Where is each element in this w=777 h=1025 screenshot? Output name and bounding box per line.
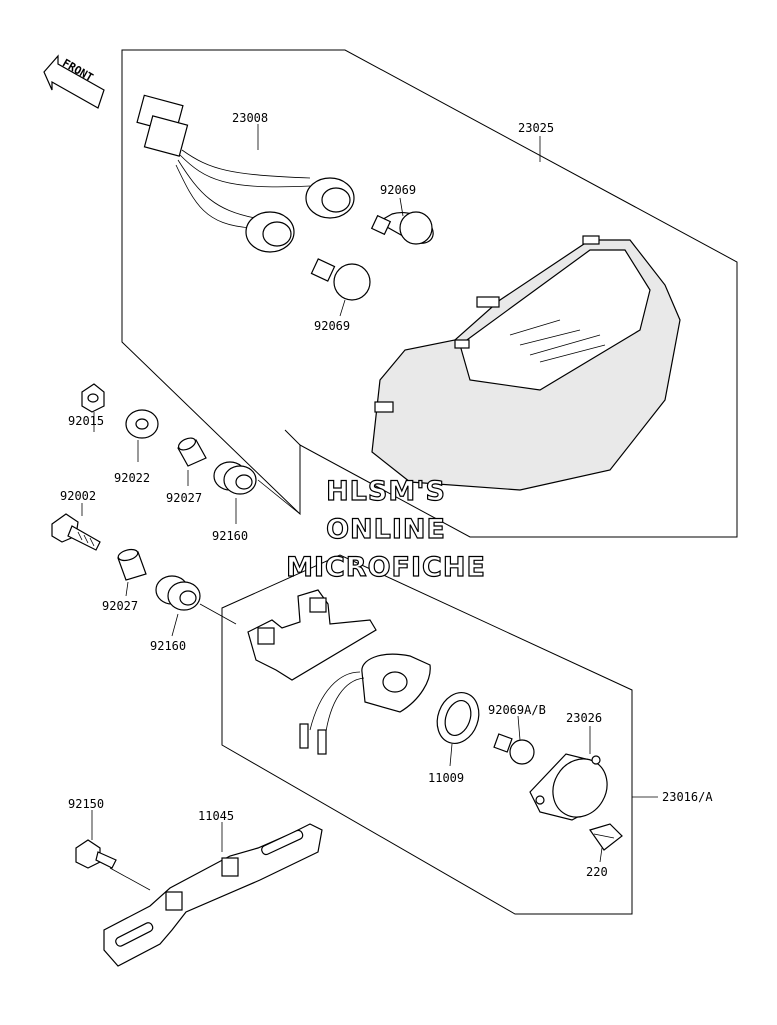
part-label-11009: 11009	[428, 771, 464, 785]
part-label-23008: 23008	[232, 111, 268, 125]
watermark-line-2: ONLINE	[326, 514, 446, 545]
part-label-92069ab: 92069A/B	[488, 703, 546, 717]
watermark-line-1: HLSM'S	[326, 476, 446, 507]
part-label-92027-lower: 92027	[102, 599, 138, 613]
watermark-line-3: MICROFICHE	[286, 552, 486, 583]
assembly-box-23025	[121, 49, 738, 538]
collar-92027-upper	[177, 437, 207, 467]
nut-92015	[81, 383, 105, 413]
part-label-92150: 92150	[68, 797, 104, 811]
bolt-92150	[75, 839, 117, 869]
front-arrow-icon: FRONT	[43, 54, 105, 109]
bulb-92069-top	[370, 211, 434, 245]
part-label-92160-lower: 92160	[150, 639, 186, 653]
grommet-92160-lower	[155, 575, 201, 611]
part-label-92069-bottom: 92069	[314, 319, 350, 333]
part-label-92002: 92002	[60, 489, 96, 503]
wire-harness-23008	[136, 94, 355, 253]
part-label-92015: 92015	[68, 414, 104, 428]
lens-cover-23026	[529, 753, 608, 821]
collar-92027-lower	[117, 548, 147, 581]
license-bracket-11045	[103, 823, 323, 967]
bolt-92002	[51, 513, 101, 551]
assembly-box-23016	[221, 554, 633, 915]
license-lamp-bracket	[247, 589, 431, 755]
screw-220	[589, 823, 623, 851]
bulb-92069ab	[493, 733, 535, 765]
part-label-92022: 92022	[114, 471, 150, 485]
part-label-23025: 23025	[518, 121, 554, 135]
part-label-92027-upper: 92027	[166, 491, 202, 505]
part-label-23016: 23016/A	[662, 790, 713, 804]
tail-lamp-23025	[371, 235, 681, 491]
part-label-92160-upper: 92160	[212, 529, 248, 543]
washer-92022	[125, 409, 159, 439]
part-label-220: 220	[586, 865, 608, 879]
bulb-92069-bottom	[310, 258, 371, 301]
part-label-23026: 23026	[566, 711, 602, 725]
part-label-11045: 11045	[198, 809, 234, 823]
grommet-92160-upper	[213, 461, 257, 495]
seal-ring-11009	[436, 692, 480, 744]
part-label-92069-top: 92069	[380, 183, 416, 197]
